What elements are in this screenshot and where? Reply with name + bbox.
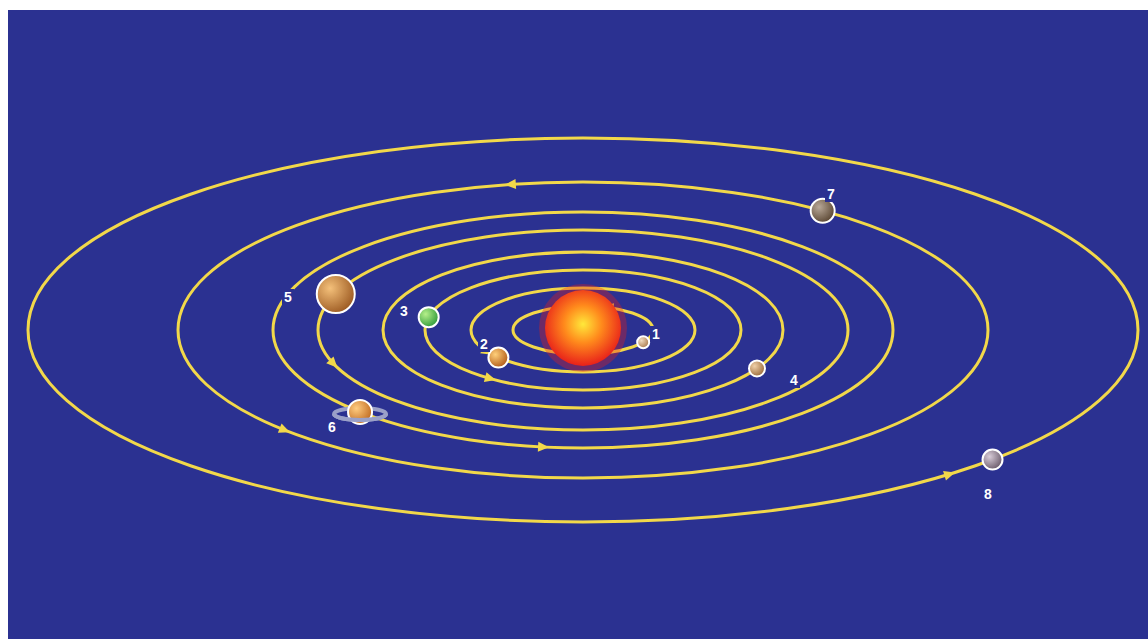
orbit-arrow <box>538 442 549 453</box>
orbit-line <box>178 182 988 478</box>
planet <box>488 348 508 368</box>
orbit-arrow <box>504 179 516 190</box>
planet <box>317 275 355 313</box>
orbit-arrow <box>943 468 956 481</box>
sun-glow <box>539 284 627 372</box>
planet <box>419 307 439 327</box>
orbit-arrow <box>484 372 497 385</box>
planet <box>983 450 1003 470</box>
orbit-line <box>273 212 893 448</box>
orbit-arrow <box>278 423 292 436</box>
callout-number: 7 <box>825 186 837 202</box>
planets <box>317 199 1003 470</box>
sun <box>545 290 621 366</box>
planet <box>637 336 649 348</box>
orbit-line <box>425 270 741 390</box>
callout-number: 8 <box>982 486 994 502</box>
orbit-line <box>471 288 695 372</box>
callout-number: 1 <box>650 326 662 342</box>
planet <box>811 199 835 223</box>
planet-ring-front <box>334 414 386 420</box>
orbit-line <box>318 230 848 430</box>
callout-number: 3 <box>398 303 410 319</box>
callout-number: 6 <box>326 419 338 435</box>
callout-number: 2 <box>478 336 490 352</box>
callout-number: 4 <box>788 372 800 388</box>
orbits <box>28 138 1138 522</box>
orbit-line <box>383 252 783 408</box>
space-background <box>8 10 1148 639</box>
callout-number: 5 <box>282 289 294 305</box>
orbit-arrows <box>278 179 957 480</box>
planet <box>749 360 765 376</box>
orbit-arrow <box>326 356 341 371</box>
orbit-line <box>28 138 1138 522</box>
